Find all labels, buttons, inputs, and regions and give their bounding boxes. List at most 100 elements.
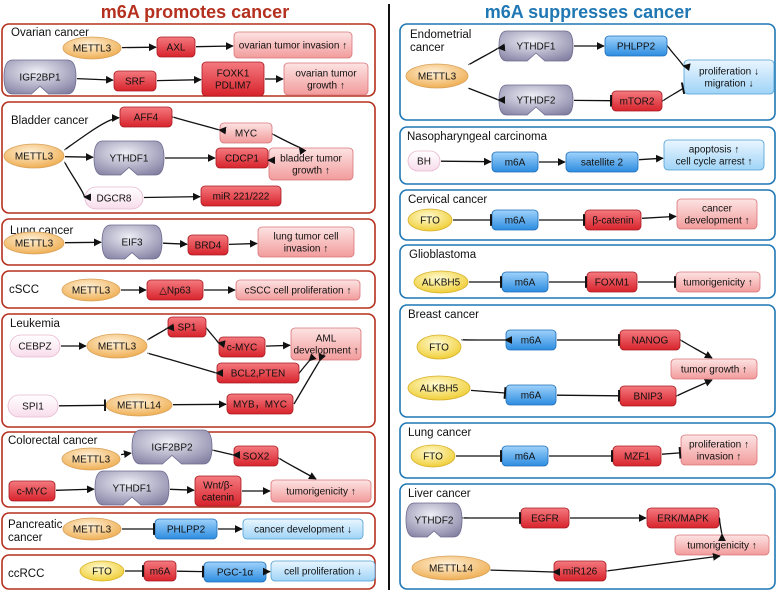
node-m6a-blue: m6A <box>501 445 549 467</box>
node-label: c-MYC <box>17 487 48 498</box>
panel-title: Glioblastoma <box>409 249 477 261</box>
node-label: m6A <box>505 216 526 227</box>
node-label: m6A <box>505 158 526 169</box>
node-tumorigenicity-pink: tumorigenicity ↑ <box>270 479 372 503</box>
node-label: satellite 2 <box>581 158 624 169</box>
node-label: cSCC cell proliferation ↑ <box>245 286 352 297</box>
node-np63-red: △Np63 <box>146 279 204 301</box>
node-label: METTL14 <box>429 564 473 575</box>
node-cebpz-light: CEBPZ <box>9 334 61 358</box>
activation-arrow <box>278 457 317 480</box>
node-label: β-catenin <box>592 216 633 227</box>
node-apoptosis-cell-cycle-arrest-lightblue: apoptosis ↑cell cycle arrest ↑ <box>663 139 765 171</box>
node-label: cancer development ↓ <box>254 525 352 536</box>
node-label: FTO <box>92 567 112 578</box>
node-c-myc-red: c-MYC <box>218 336 266 358</box>
node-label: METTL3 <box>98 342 137 353</box>
node-sp1-red: SP1 <box>167 316 207 338</box>
node-fto-oval-yellow: FTO <box>79 560 125 582</box>
node-label: METTL3 <box>15 152 54 163</box>
panel-border <box>399 304 776 418</box>
node-mettl3-oval-orange: METTL3 <box>3 143 65 169</box>
activation-arrow <box>641 212 677 221</box>
panel-title: Nasopharyngeal carcinoma <box>407 131 548 143</box>
node-label: BRD4 <box>195 241 222 252</box>
right-heading: m6A suppresses cancer <box>485 2 691 22</box>
node-eif3-protein: EIF3 <box>101 224 163 260</box>
activation-arrow <box>172 116 227 135</box>
node-label: proliferation ↓migration ↓ <box>699 67 759 90</box>
node-label: c-MYC <box>227 343 258 354</box>
node-egfr-red: EGFR <box>520 507 570 529</box>
node-label: METTL14 <box>117 401 161 412</box>
panel-title: Liver cancer <box>408 488 471 500</box>
panel-border <box>399 23 776 121</box>
node-cdcp1-red: CDCP1 <box>215 147 269 169</box>
node-proliferation-invasion-pink: proliferation ↑invasion ↑ <box>680 434 758 466</box>
node-label: BCL2,PTEN <box>231 369 285 380</box>
node-label: apoptosis ↑cell cycle arrest ↑ <box>676 145 753 168</box>
node-tumorigenicity-pink: tumorigenicity ↑ <box>674 534 770 556</box>
node-label: ovarian tumor invasion ↑ <box>239 41 347 52</box>
activation-arrow <box>638 154 664 163</box>
node-m6a-blue: m6A <box>491 151 539 173</box>
node-label: FTO <box>420 216 440 227</box>
node-label: BNIP3 <box>634 392 663 403</box>
activation-arrow <box>55 485 95 494</box>
node-label: mTOR2 <box>620 97 655 108</box>
node-tumor-growth-pink: tumor growth ↑ <box>670 358 758 380</box>
node-igf2bp2-protein: IGF2BP2 <box>131 429 213 465</box>
panel-title: Leukemia <box>10 318 60 330</box>
activation-arrow <box>64 161 92 202</box>
node-label: proliferation ↑invasion ↑ <box>689 440 749 463</box>
node-label: FTO <box>429 343 449 354</box>
panel-title: ccRCC <box>8 568 44 580</box>
node-label: MYC <box>235 129 257 140</box>
node-label: YTHDF2 <box>517 96 556 107</box>
node-label: Wnt/β-catenin <box>202 481 234 504</box>
activation-arrow <box>667 45 691 71</box>
panel-title: Ovarian cancer <box>11 27 89 39</box>
node-m6a-blue: m6A <box>491 209 539 231</box>
node-label: NANOG <box>632 336 669 347</box>
node-label: PGC-1α <box>217 568 254 579</box>
node-label: YTHDF1 <box>517 42 556 53</box>
node-ythdf2-protein: YTHDF2 <box>405 502 463 538</box>
node-mettl3-oval-orange: METTL3 <box>3 231 65 255</box>
inhibition-edge <box>58 399 107 412</box>
node-label: FTO <box>423 452 443 463</box>
node-label: △Np63 <box>159 286 191 297</box>
inhibition-edge <box>470 387 507 399</box>
node-c-myc-red: c-MYC <box>8 480 56 502</box>
node-label: METTL3 <box>72 286 111 297</box>
node-label: YTHDF1 <box>110 154 149 165</box>
activation-arrow <box>293 353 326 405</box>
node-label: IGF2BP1 <box>19 73 61 84</box>
node-label: SRF <box>125 77 145 88</box>
activation-arrow <box>468 87 506 104</box>
inhibition-edge <box>556 389 621 402</box>
node-erk-mapk-red: ERK/MAPK <box>646 507 720 529</box>
panel-title: Breast cancer <box>408 309 479 321</box>
node-label: PHLPP2 <box>617 42 656 53</box>
node-label: METTL3 <box>73 44 112 55</box>
node-dgcr8-light: DGCR8 <box>84 186 144 210</box>
node-cancer-development-lightblue: cancer development ↓ <box>242 518 364 540</box>
node-label: EIF3 <box>121 238 143 249</box>
inhibition-edge <box>662 82 686 102</box>
node-mettl3-oval-orange: METTL3 <box>86 333 148 359</box>
node-nanog-red: NANOG <box>619 329 681 351</box>
